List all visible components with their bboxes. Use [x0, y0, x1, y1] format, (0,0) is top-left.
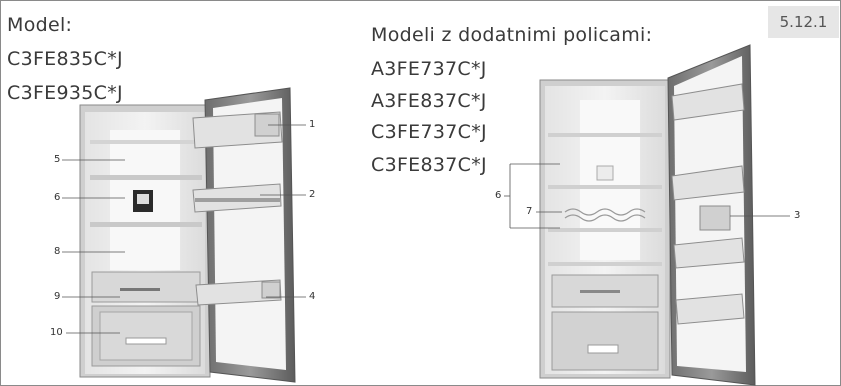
right-fridge: [504, 44, 790, 386]
callout-3: 3: [794, 210, 801, 221]
right-model-1: A3FE737C*J: [371, 58, 487, 80]
left-heading: Model:: [7, 14, 73, 36]
callout-5: 5: [54, 154, 61, 165]
left-model-1: C3FE835C*J: [7, 48, 123, 70]
callout-2: 2: [309, 189, 316, 200]
callout-7: 7: [526, 206, 533, 217]
callout-10: 10: [50, 327, 63, 338]
right-model-2: A3FE837C*J: [371, 90, 487, 112]
left-fridge: [62, 87, 306, 383]
callout-4: 4: [309, 291, 316, 302]
left-model-2: C3FE935C*J: [7, 82, 123, 104]
right-model-3: C3FE737C*J: [371, 121, 487, 143]
callout-6-right: 6: [495, 190, 502, 201]
callout-1: 1: [309, 119, 316, 130]
callout-6-left: 6: [54, 192, 61, 203]
right-model-4: C3FE837C*J: [371, 154, 487, 176]
section-number-badge: 5.12.1: [768, 6, 839, 38]
callout-9: 9: [54, 291, 61, 302]
right-heading: Modeli z dodatnimi policami:: [371, 24, 653, 46]
callout-8: 8: [54, 246, 61, 257]
